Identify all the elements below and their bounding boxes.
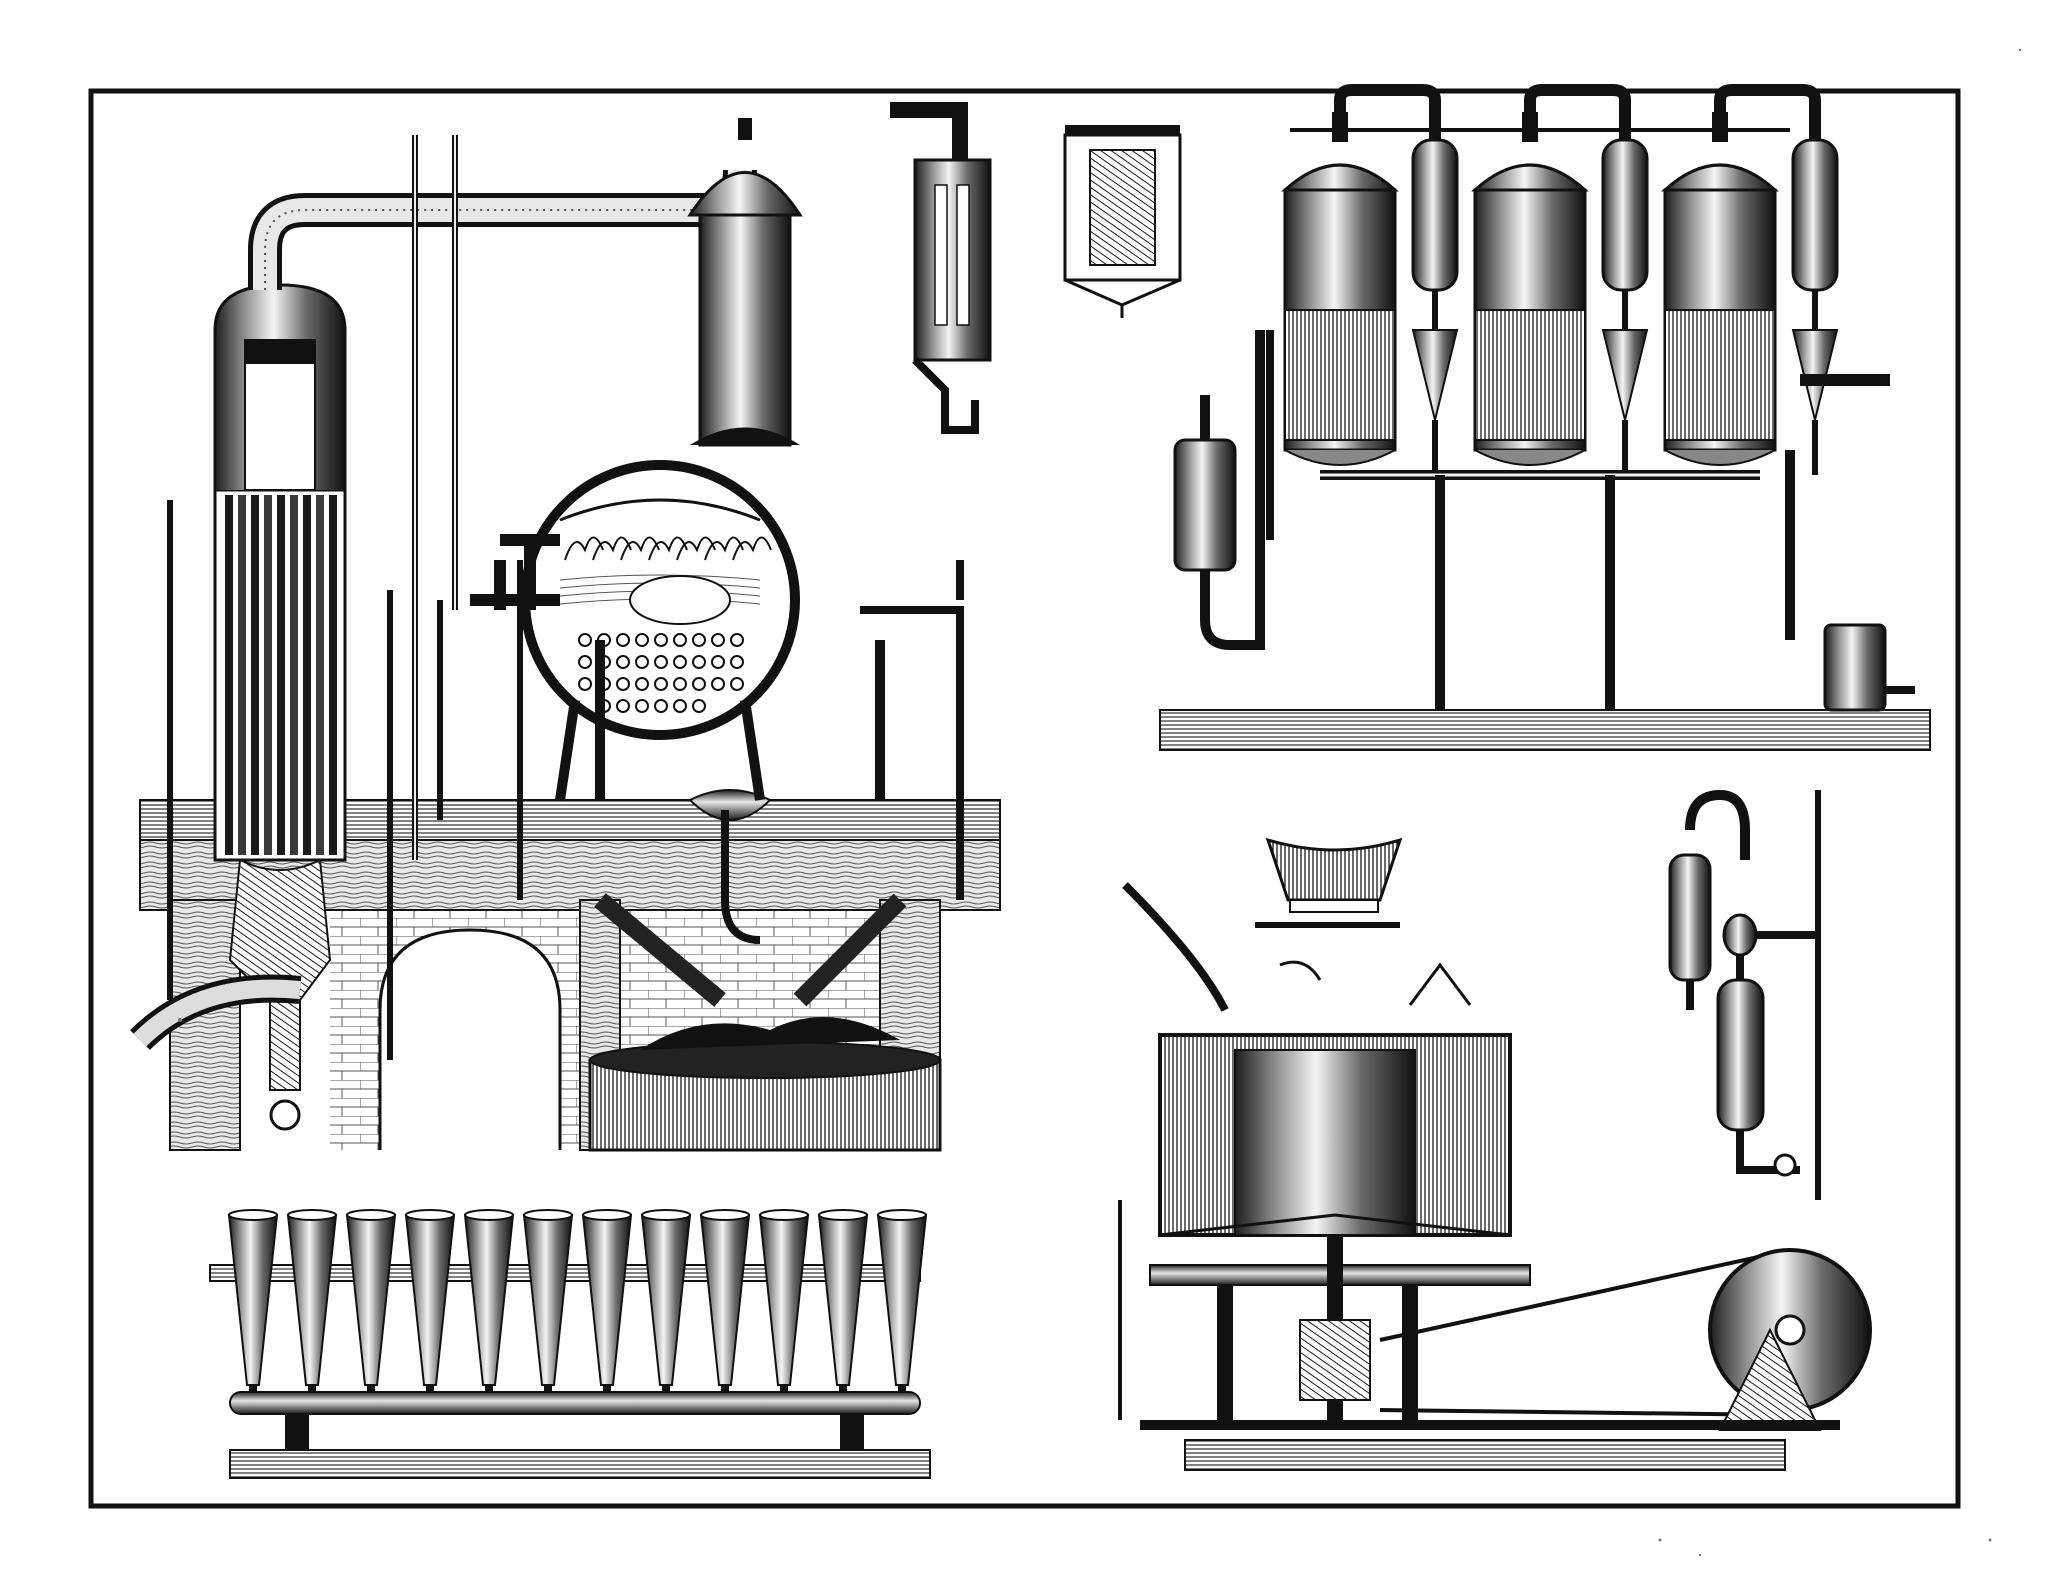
heating-coil [692, 633, 706, 647]
vapour-separator [1524, 84, 1649, 475]
boiling-curl [564, 536, 604, 561]
boiling-curl [732, 536, 772, 561]
evaporator-pump [1823, 623, 1887, 712]
heating-coil [673, 699, 687, 713]
sugar-mould-rack [209, 1209, 931, 1479]
heating-coil [711, 677, 725, 691]
feed-hose [1122, 882, 1229, 1012]
heater-tube [290, 495, 298, 855]
heating-coil [616, 633, 630, 647]
sugar-cone-mould [758, 1209, 810, 1397]
heating-coil [730, 633, 744, 647]
heating-coil [654, 699, 668, 713]
heating-coil [711, 633, 725, 647]
separator-lower-vessel [1716, 978, 1765, 1132]
heating-coil [578, 677, 592, 691]
heating-coil [616, 699, 630, 713]
timber-brace [594, 893, 907, 1007]
heating-coil [692, 655, 706, 669]
heating-coil [673, 655, 687, 669]
heating-coil [635, 677, 649, 691]
sugar-cone-mould [404, 1209, 456, 1397]
centrifugal-machine [1118, 837, 1872, 1471]
heating-coil [635, 699, 649, 713]
heater-tube [316, 495, 324, 855]
boiling-curl [676, 536, 716, 561]
pan-dome-column [698, 213, 792, 447]
evaporator-effect [1471, 112, 1589, 466]
heating-coil [654, 677, 668, 691]
condenser-body [913, 158, 992, 362]
rack-base [229, 1449, 931, 1479]
wall-separator [1668, 789, 1821, 1200]
heater-tube [238, 495, 246, 855]
evaporator-effect [1661, 112, 1779, 466]
vapour-separator [1334, 84, 1459, 475]
heater-tube [303, 495, 311, 855]
side-receiver [1173, 438, 1237, 572]
heater-tube [277, 495, 285, 855]
paper-specks [178, 48, 2022, 1557]
boiling-curl [648, 536, 688, 561]
triple-effect-evaporator [1159, 84, 1931, 751]
heating-coil [711, 655, 725, 669]
heating-coil [673, 677, 687, 691]
pan-legs [555, 640, 885, 801]
steam-valve-manifold [470, 534, 560, 610]
boiling-curl [592, 536, 632, 561]
heating-coil [654, 633, 668, 647]
heating-coil [673, 633, 687, 647]
heating-coil [730, 655, 744, 669]
drive-belt [1379, 1248, 1791, 1417]
centrifuge-base [1184, 1439, 1786, 1471]
evaporator-effect [1281, 112, 1399, 466]
heater-tube [225, 495, 233, 855]
syrup-line [559, 574, 761, 581]
heating-coil [616, 655, 630, 669]
rack-drain-pipe [229, 1391, 921, 1415]
pan-funnel [688, 789, 772, 821]
heating-coil [692, 699, 706, 713]
heating-coil [578, 633, 592, 647]
sugar-cone-mould [227, 1209, 279, 1397]
vacuum-pan-apparatus [130, 118, 1001, 1152]
heating-coil [635, 633, 649, 647]
furnace-arch [378, 928, 562, 1150]
plate-frame [88, 88, 1961, 1509]
boiling-curl [704, 536, 744, 561]
condenser-detail [890, 102, 992, 434]
heating-coil [692, 677, 706, 691]
evaporator-floor [1159, 709, 1931, 751]
heater-tube [329, 495, 337, 855]
heating-coil [635, 655, 649, 669]
boiling-curl [620, 536, 660, 561]
heating-coil [654, 655, 668, 669]
heater-tube [251, 495, 259, 855]
heating-coil [730, 677, 744, 691]
evaporator-legs [1435, 450, 1795, 710]
heating-coil [578, 655, 592, 669]
separator-upper-vessel [1668, 853, 1712, 982]
heating-coil [616, 677, 630, 691]
heater-tube [264, 495, 272, 855]
filter-detail [1063, 125, 1182, 318]
feed-hopper [1265, 837, 1403, 902]
